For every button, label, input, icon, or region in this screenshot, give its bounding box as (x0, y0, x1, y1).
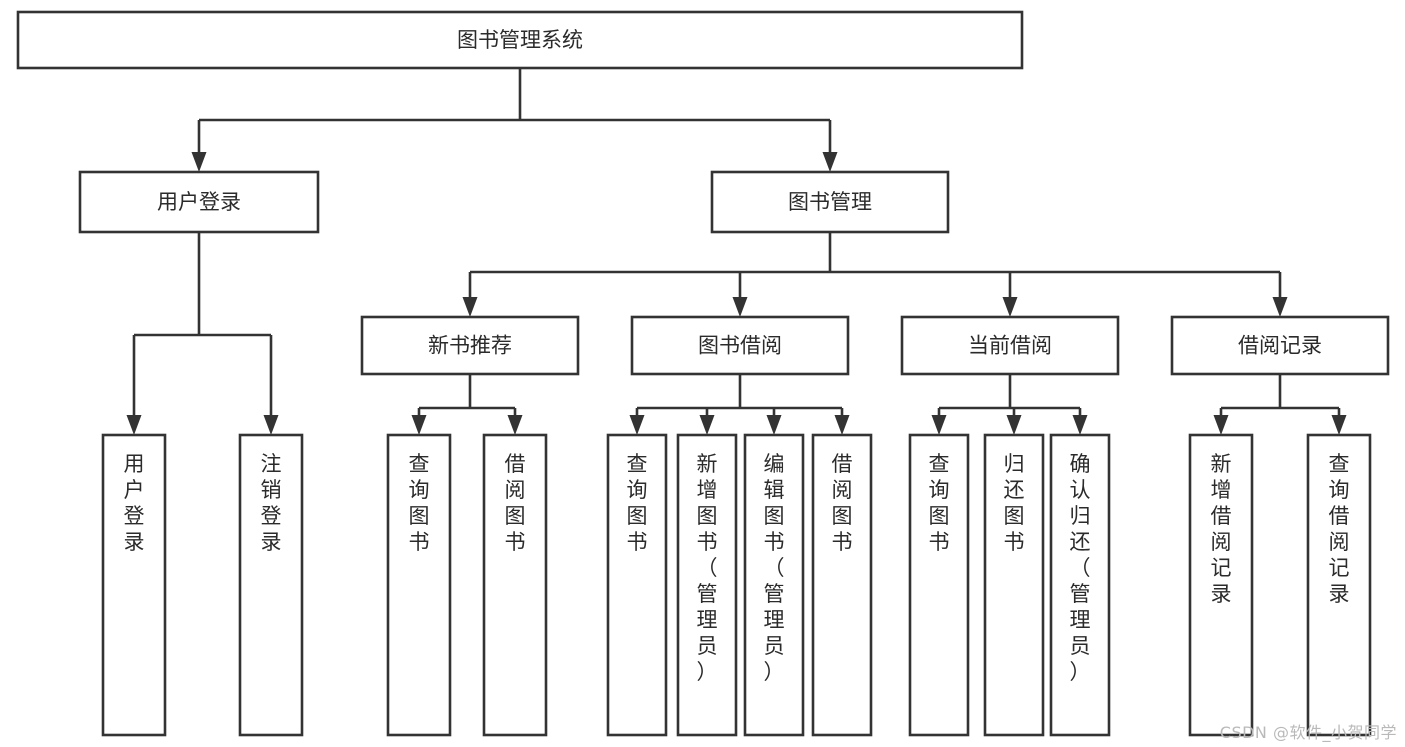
node-label-borrow-record: 借阅记录 (1238, 334, 1322, 358)
node-leaf-borrow-book-1[interactable]: 借阅图书 (482, 433, 548, 737)
node-box-leaf-query-book-1[interactable] (386, 433, 452, 737)
node-box-leaf-return-book[interactable] (983, 433, 1045, 737)
node-new-book-rec[interactable]: 新书推荐 (360, 315, 580, 376)
node-leaf-borrow-book-2[interactable]: 借阅图书 (811, 433, 873, 737)
node-label-new-book-rec: 新书推荐 (428, 334, 512, 358)
node-label-leaf-add-book: 新增图书（管理员） (697, 452, 718, 684)
connector-group-root (191, 68, 838, 172)
connector-group-borrow-record (1213, 374, 1347, 435)
node-label-book-borrow: 图书借阅 (698, 334, 782, 358)
node-leaf-edit-book[interactable]: 编辑图书（管理员） (743, 433, 805, 737)
node-label-leaf-edit-book: 编辑图书（管理员） (764, 452, 785, 684)
node-box-current-borrow[interactable] (900, 315, 1120, 376)
connector-group-book-borrow (629, 374, 850, 435)
node-box-root[interactable] (16, 10, 1024, 70)
node-box-leaf-add-book[interactable] (676, 433, 738, 737)
node-label-leaf-borrow-book-2: 借阅图书 (832, 452, 853, 554)
node-box-leaf-query-book-3[interactable] (908, 433, 970, 737)
node-box-leaf-edit-book[interactable] (743, 433, 805, 737)
node-book-manage[interactable]: 图书管理 (710, 170, 950, 234)
node-box-leaf-borrow-book-2[interactable] (811, 433, 873, 737)
node-leaf-add-book[interactable]: 新增图书（管理员） (676, 433, 738, 737)
node-leaf-return-book[interactable]: 归还图书 (983, 433, 1045, 737)
node-leaf-user-logout[interactable]: 注销登录 (238, 433, 304, 737)
node-box-borrow-record[interactable] (1170, 315, 1390, 376)
connector-layer (126, 68, 1347, 435)
node-box-leaf-confirm-return[interactable] (1049, 433, 1111, 737)
node-leaf-query-book-3[interactable]: 查询图书 (908, 433, 970, 737)
node-leaf-user-login[interactable]: 用户登录 (101, 433, 167, 737)
node-root[interactable]: 图书管理系统 (16, 10, 1024, 70)
node-label-leaf-user-logout: 注销登录 (261, 452, 282, 554)
node-label-current-borrow: 当前借阅 (968, 334, 1052, 358)
node-box-leaf-user-login[interactable] (101, 433, 167, 737)
node-label-user-login: 用户登录 (157, 190, 241, 214)
connector-group-user-login (126, 232, 279, 435)
node-label-leaf-query-book-2: 查询图书 (627, 452, 648, 554)
node-box-leaf-borrow-book-1[interactable] (482, 433, 548, 737)
node-label-leaf-query-book-1: 查询图书 (409, 452, 430, 554)
node-label-leaf-add-record: 新增借阅记录 (1211, 452, 1232, 606)
node-leaf-query-record[interactable]: 查询借阅记录 (1306, 433, 1372, 737)
node-label-leaf-confirm-return: 确认归还（管理员） (1070, 452, 1091, 684)
node-label-book-manage: 图书管理 (788, 190, 872, 214)
node-box-leaf-query-book-2[interactable] (606, 433, 668, 737)
node-borrow-record[interactable]: 借阅记录 (1170, 315, 1390, 376)
node-label-leaf-borrow-book-1: 借阅图书 (505, 452, 526, 554)
csdn-watermark: CSDN @软件_小贺同学 (1219, 723, 1397, 742)
node-user-login[interactable]: 用户登录 (78, 170, 320, 234)
node-label-leaf-query-record: 查询借阅记录 (1329, 452, 1350, 606)
node-box-book-borrow[interactable] (630, 315, 850, 376)
node-box-leaf-add-record[interactable] (1188, 433, 1254, 737)
node-label-root: 图书管理系统 (457, 28, 583, 52)
node-box-leaf-query-record[interactable] (1306, 433, 1372, 737)
node-box-book-manage[interactable] (710, 170, 950, 234)
node-label-leaf-query-book-3: 查询图书 (929, 452, 950, 554)
node-leaf-confirm-return[interactable]: 确认归还（管理员） (1049, 433, 1111, 737)
node-label-leaf-return-book: 归还图书 (1004, 452, 1025, 554)
node-box-user-login[interactable] (78, 170, 320, 234)
node-label-leaf-user-login: 用户登录 (124, 452, 145, 554)
node-layer: 图书管理系统用户登录图书管理新书推荐图书借阅当前借阅借阅记录用户登录注销登录查询… (16, 10, 1390, 737)
node-box-new-book-rec[interactable] (360, 315, 580, 376)
connector-group-new-book-rec (411, 374, 523, 435)
node-book-borrow[interactable]: 图书借阅 (630, 315, 850, 376)
node-leaf-add-record[interactable]: 新增借阅记录 (1188, 433, 1254, 737)
node-leaf-query-book-1[interactable]: 查询图书 (386, 433, 452, 737)
node-leaf-query-book-2[interactable]: 查询图书 (606, 433, 668, 737)
node-current-borrow[interactable]: 当前借阅 (900, 315, 1120, 376)
node-box-leaf-user-logout[interactable] (238, 433, 304, 737)
connector-group-current-borrow (931, 374, 1088, 435)
connector-group-book-manage (462, 232, 1288, 317)
